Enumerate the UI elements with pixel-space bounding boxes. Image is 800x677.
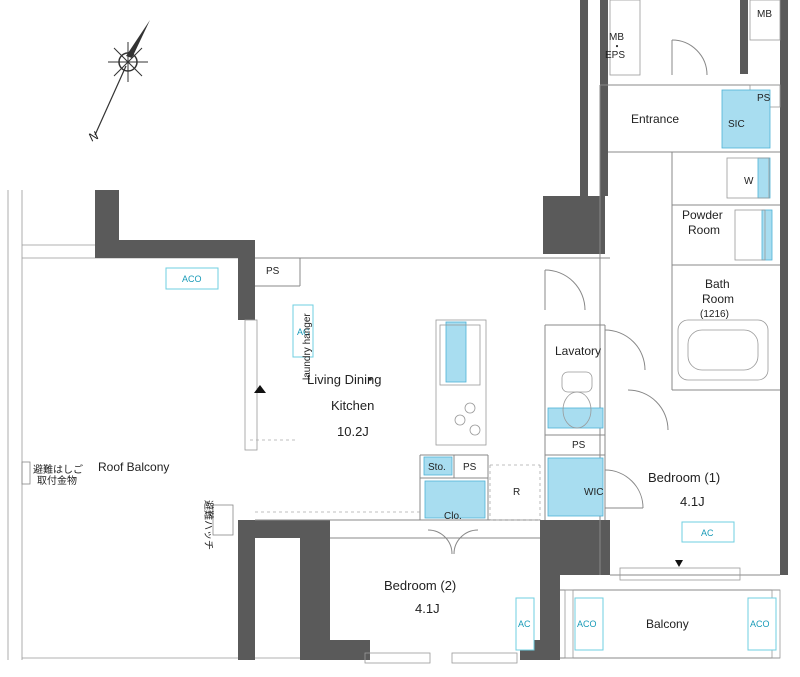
roof-balcony-label: Roof Balcony	[98, 460, 169, 474]
bath-size-label: (1216)	[700, 309, 729, 320]
aco-roof-label: ACO	[182, 274, 202, 284]
ldk-size: 10.2J	[337, 424, 369, 439]
bath-room-label: Bath	[705, 277, 730, 291]
powder-room-label-2: Room	[688, 223, 720, 237]
escape-ladder-label-2: 取付金物	[37, 474, 77, 487]
compass-icon: N	[87, 20, 150, 145]
entrance-label: Entrance	[631, 112, 679, 126]
r-label: R	[513, 487, 520, 498]
clo-label: Clo.	[444, 511, 462, 522]
sic-closet	[721, 89, 771, 149]
lavatory-label: Lavatory	[555, 344, 601, 358]
ps-sto-label: PS	[463, 462, 477, 473]
ldk-label-2: Kitchen	[331, 398, 374, 413]
ac-bed2-label: AC	[518, 619, 531, 629]
ps-lavatory-label: PS	[572, 440, 586, 451]
escape-hatch-label: 避難ハッチ	[202, 500, 215, 550]
aco-bal2-label: ACO	[750, 619, 770, 629]
ldk-label: Living Dining	[307, 372, 381, 387]
compass-north-label: N	[87, 128, 101, 144]
aco-bal1-label: ACO	[577, 619, 597, 629]
clo-closet	[424, 480, 486, 519]
bedroom2-label: Bedroom (2)	[384, 578, 456, 593]
ac-ldk-label: AC	[297, 327, 310, 337]
wic-label: WIC	[584, 487, 603, 498]
ps-entrance-label: PS	[757, 93, 771, 104]
w-label: W	[744, 176, 754, 187]
doors	[427, 39, 708, 555]
eps-label: EPS	[605, 50, 625, 61]
ps-ldk-label: PS	[266, 266, 280, 277]
fixtures	[423, 89, 773, 519]
window-marker-icon	[675, 560, 683, 567]
walls	[95, 0, 788, 660]
sto-label: Sto.	[428, 462, 446, 473]
balcony-label: Balcony	[646, 617, 689, 631]
ac-bed1-label: AC	[701, 528, 714, 538]
mb-dot: ・	[612, 42, 622, 53]
mb-top-label: MB	[757, 9, 772, 20]
escape-ladder-label: 避難はしご	[33, 463, 83, 476]
bedroom1-size: 4.1J	[680, 494, 705, 509]
powder-room-label: Powder	[682, 208, 723, 222]
window-marker-icon	[254, 385, 266, 393]
bedroom2-size: 4.1J	[415, 601, 440, 616]
bedroom1-label: Bedroom (1)	[648, 470, 720, 485]
roof-balcony: 避難はしご 取付金物 Roof Balcony ACO 避難ハッチ	[7, 190, 300, 660]
laundry-hanger-label: laundry hanger	[302, 313, 313, 380]
interior-lines	[244, 0, 781, 664]
bath-room-label-2: Room	[702, 292, 734, 306]
mb-label: MB	[609, 32, 624, 43]
wic-closet	[547, 457, 604, 517]
sic-label: SIC	[728, 119, 745, 130]
